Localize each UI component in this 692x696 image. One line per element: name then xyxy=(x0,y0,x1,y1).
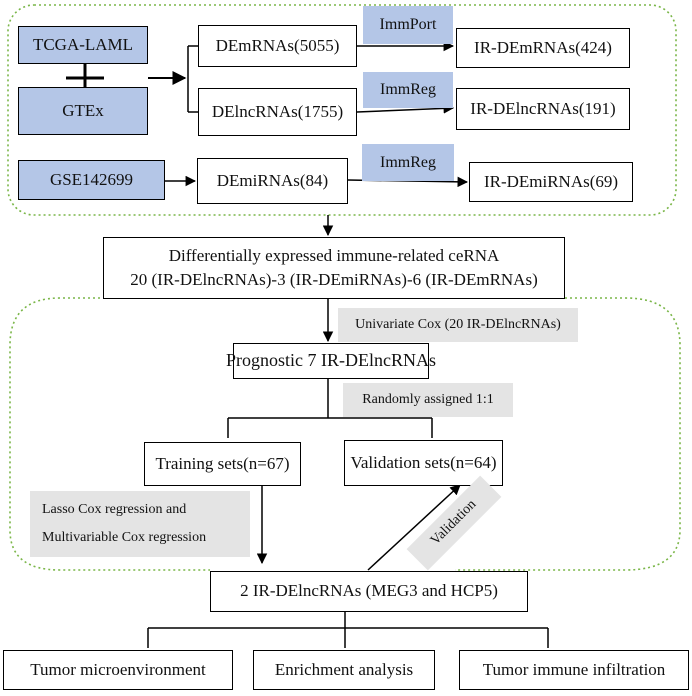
univariate-cox-label: Univariate Cox (20 IR-DElncRNAs) xyxy=(338,308,578,342)
prognostic-node: Prognostic 7 IR-DElncRNAs xyxy=(226,343,436,379)
ir-demirnas-node: IR-DEmiRNAs(69) xyxy=(469,162,633,202)
cerna-line1: Differentially expressed immune-related … xyxy=(168,246,500,266)
cerna-line2: 20 (IR-DElncRNAs)-3 (IR-DEmiRNAs)-6 (IR-… xyxy=(130,270,538,289)
ir-demrnas-node: IR-DEmRNAs(424) xyxy=(456,28,630,68)
immport-label: ImmPort xyxy=(363,6,453,44)
lasso-line2: Multivariable Cox regression xyxy=(42,530,207,545)
lasso-line1: Lasso Cox regression and xyxy=(42,502,187,517)
tumor-microenvironment-node: Tumor microenvironment xyxy=(3,650,233,690)
top-region-border xyxy=(7,4,677,216)
middle-region-border xyxy=(9,297,210,571)
final-node: 2 IR-DElncRNAs (MEG3 and HCP5) xyxy=(210,571,528,612)
arrow-validation xyxy=(367,484,461,571)
gtex-node: GTEx xyxy=(18,87,148,135)
demrnas-node: DEmRNAs(5055) xyxy=(198,25,357,67)
immreg-mirna-label: ImmReg xyxy=(362,144,454,181)
immreg-lncrna-label: ImmReg xyxy=(363,72,453,108)
cerna-node: Differentially expressed immune-related … xyxy=(103,237,565,299)
delncrnas-node: DElncRNAs(1755) xyxy=(198,88,357,136)
enrichment-analysis-node: Enrichment analysis xyxy=(253,650,435,690)
gse142699-node: GSE142699 xyxy=(18,160,165,200)
tcga-laml-node: TCGA-LAML xyxy=(18,26,148,64)
middle-region-border-right xyxy=(455,297,681,571)
ir-delncrnas-node: IR-DElncRNAs(191) xyxy=(456,88,630,130)
randomly-assigned-label: Randomly assigned 1:1 xyxy=(343,383,513,417)
arrow-lncrna xyxy=(356,103,455,114)
demirnas-node: DEmiRNAs(84) xyxy=(197,158,348,204)
lasso-cox-label: Lasso Cox regression and Multivariable C… xyxy=(30,491,250,557)
tumor-immune-infiltration-node: Tumor immune infiltration xyxy=(459,650,689,690)
training-sets-node: Training sets(n=67) xyxy=(144,442,301,486)
